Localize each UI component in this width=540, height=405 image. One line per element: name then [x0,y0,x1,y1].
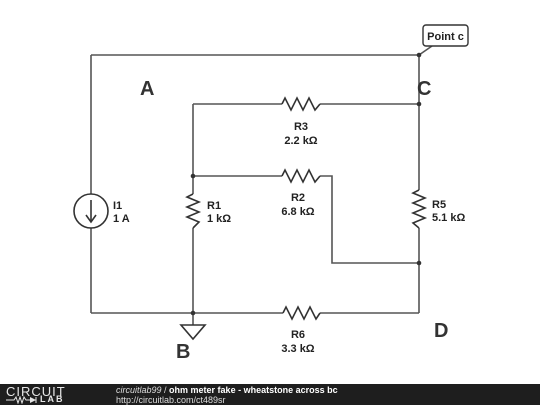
point-c-callout[interactable]: Point c [422,24,469,47]
resistor-r2[interactable]: R2 6.8 kΩ [281,168,321,218]
current-arrow-head [85,214,97,224]
r3-zigzag [281,96,321,112]
circuitlab-logo[interactable]: CIRCUIT LAB [6,384,98,404]
callout-label: Point c [427,31,464,43]
node-label-a: A [140,78,154,100]
r2-name-label: R2 [291,192,305,204]
logo-text-bottom: LAB [40,394,65,404]
current-source-i1[interactable]: I1 1 A [73,193,130,229]
i1-value-label: 1 A [113,213,130,225]
resistor-r1[interactable]: R1 1 kΩ [184,193,231,229]
footer-text: circuitlab99 / ohm meter fake - wheatsto… [116,385,338,405]
footer-title-line: circuitlab99 / ohm meter fake - wheatsto… [116,385,338,395]
footer-separator: / [161,385,170,395]
resistor-r5[interactable]: R5 5.1 kΩ [410,189,465,229]
r6-value-label: 3.3 kΩ [281,343,314,355]
footer-url[interactable]: http://circuitlab.com/ct489sr [116,395,226,405]
i1-name-label: I1 [113,200,122,212]
logo-text-top: CIRCUIT [6,384,66,399]
r6-name-label: R6 [291,329,305,341]
junction-r2-r5 [416,260,422,266]
footer-circuit-title[interactable]: ohm meter fake - wheatstone across bc [169,385,338,395]
node-label-b: B [176,341,190,363]
wires [90,45,433,325]
r1-name-label: R1 [207,200,221,212]
junction-r1-r2 [190,173,196,179]
resistor-r3[interactable]: R3 2.2 kΩ [281,96,321,147]
r2-zigzag [281,168,321,184]
junctions [190,52,422,316]
r3-value-label: 2.2 kΩ [284,135,317,147]
r1-zigzag [184,193,202,229]
junction-b [190,310,196,316]
r2-value-label: 6.8 kΩ [281,206,314,218]
footer-bar: CIRCUIT LAB circuitlab99 / ohm meter fak… [0,384,540,405]
resistor-r6[interactable]: R6 3.3 kΩ [281,305,321,355]
r1-value-label: 1 kΩ [207,213,231,225]
ground-icon [179,324,207,341]
circuit-schematic: I1 1 A R3 2.2 kΩ R2 6.8 kΩ R6 3.3 kΩ R1 … [73,24,469,363]
r5-zigzag [410,189,428,229]
junction-c [416,101,422,107]
resistor-logo-icon [6,396,37,404]
junction-c-top [416,52,422,58]
r5-name-label: R5 [432,199,446,211]
footer-username[interactable]: circuitlab99 [116,385,162,395]
node-label-d: D [434,320,448,342]
r3-name-label: R3 [294,121,308,133]
callout-box [422,24,469,47]
r6-zigzag [282,305,321,321]
current-source-circle [73,193,109,229]
r5-value-label: 5.1 kΩ [432,212,465,224]
node-label-c: C [417,78,431,100]
